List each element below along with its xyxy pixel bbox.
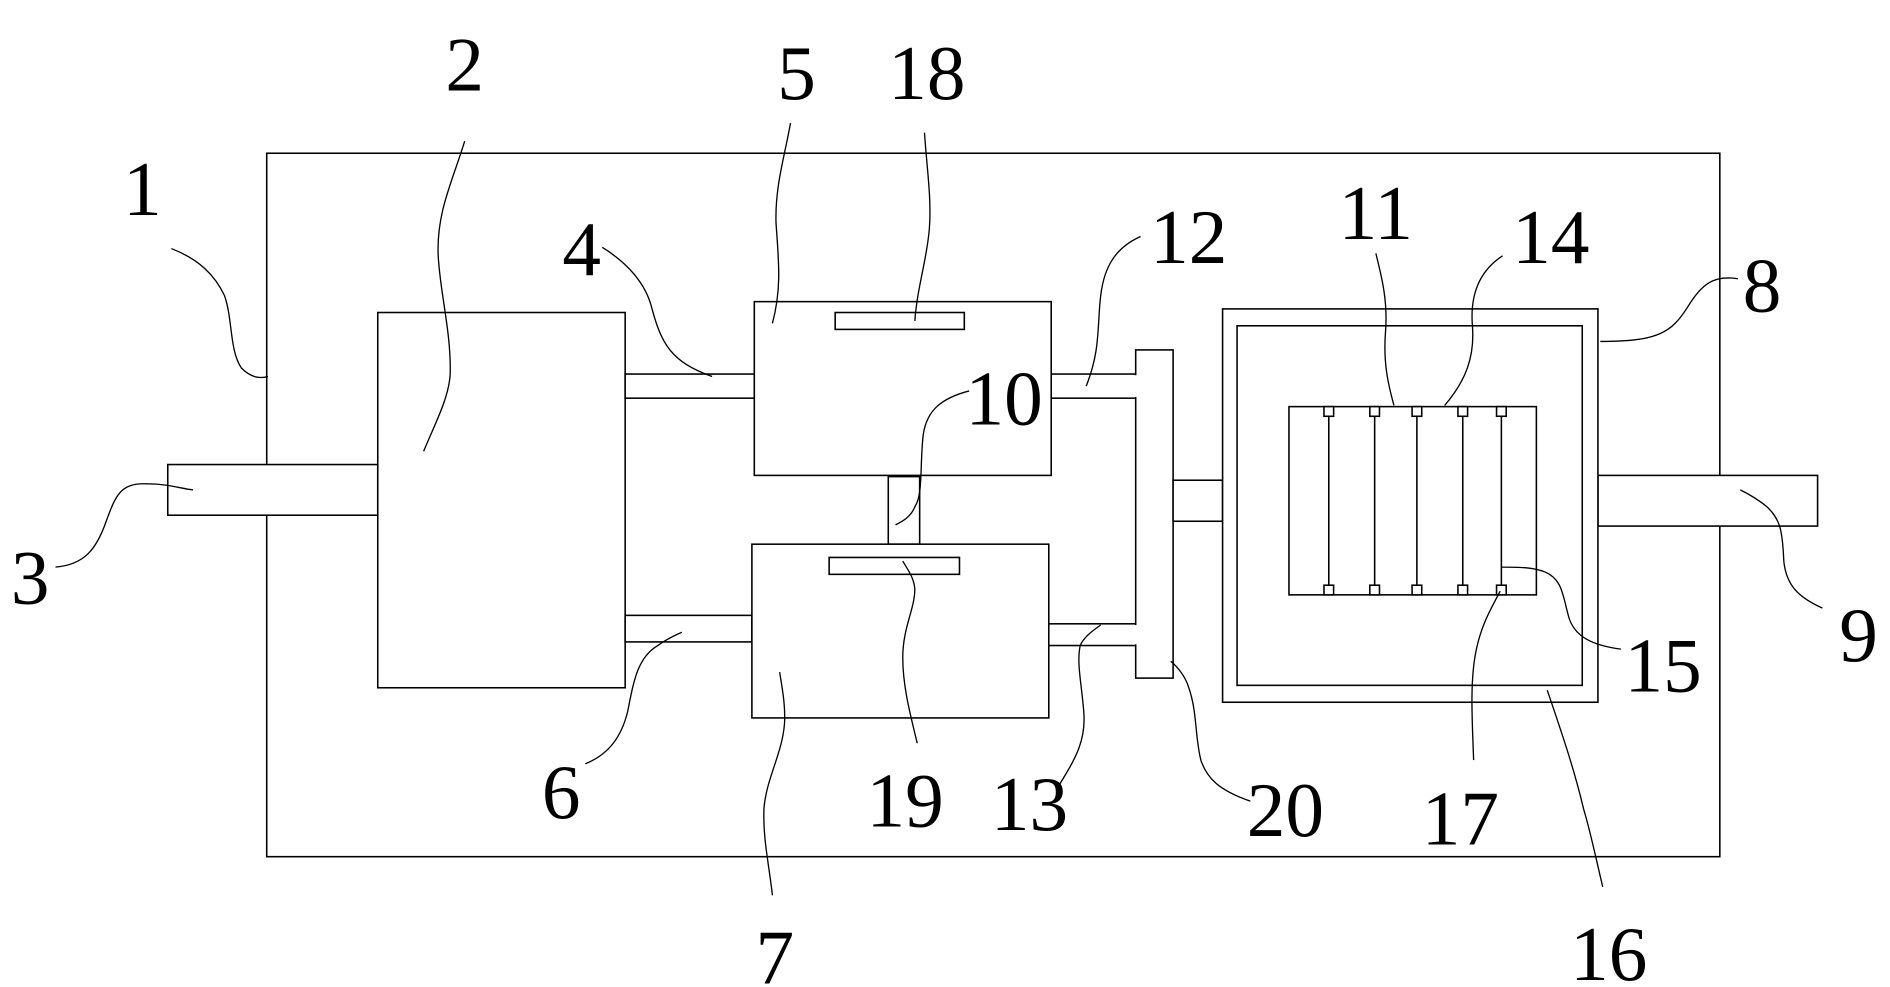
leader-8 bbox=[1600, 277, 1739, 343]
rod-top-mount bbox=[1411, 405, 1423, 418]
upper-plate bbox=[834, 311, 966, 331]
rod-group bbox=[1323, 405, 1507, 596]
lower-outlet-pipe bbox=[1045, 623, 1139, 647]
label-2: 2 bbox=[445, 22, 484, 108]
label-4: 4 bbox=[562, 206, 601, 292]
label-5: 5 bbox=[777, 30, 816, 116]
rod-bottom-mount bbox=[1369, 584, 1381, 596]
leader-17 bbox=[1471, 590, 1501, 761]
upper-outlet-pipe bbox=[1048, 373, 1139, 399]
label-6: 6 bbox=[542, 749, 581, 835]
manifold bbox=[1134, 349, 1174, 679]
leader-lines bbox=[55, 122, 1823, 896]
leader-14 bbox=[1444, 255, 1503, 406]
label-14: 14 bbox=[1512, 194, 1589, 280]
leader-4 bbox=[601, 246, 713, 378]
leader-12 bbox=[1085, 235, 1141, 387]
rod-bottom-mount bbox=[1411, 584, 1423, 596]
upper-chamber bbox=[753, 300, 1052, 477]
leader-13 bbox=[1059, 624, 1102, 785]
leader-16 bbox=[1546, 689, 1604, 888]
label-18: 18 bbox=[888, 30, 965, 116]
leader-10 bbox=[895, 390, 970, 526]
leader-5 bbox=[771, 122, 792, 324]
lower-feed-pipe bbox=[624, 614, 753, 643]
leader-18 bbox=[914, 132, 931, 322]
label-1: 1 bbox=[123, 146, 162, 232]
connector bbox=[887, 475, 921, 545]
rod-bottom-mount bbox=[1457, 584, 1469, 596]
label-8: 8 bbox=[1743, 242, 1782, 328]
inlet-pipe bbox=[166, 463, 379, 517]
rod-top-mount bbox=[1323, 405, 1335, 418]
label-7: 7 bbox=[756, 914, 795, 987]
label-12: 12 bbox=[1150, 194, 1227, 280]
label-15: 15 bbox=[1624, 622, 1701, 708]
leader-1 bbox=[171, 247, 269, 379]
label-3: 3 bbox=[11, 534, 50, 620]
leader-6 bbox=[585, 631, 683, 765]
label-19: 19 bbox=[867, 758, 944, 844]
upper-feed-pipe bbox=[624, 373, 756, 399]
label-10: 10 bbox=[966, 356, 1043, 442]
rod-top-mount bbox=[1495, 405, 1507, 418]
leader-19 bbox=[902, 560, 918, 744]
outlet-pipe bbox=[1597, 474, 1819, 527]
label-11: 11 bbox=[1339, 170, 1413, 256]
label-13: 13 bbox=[991, 761, 1068, 847]
leader-2 bbox=[423, 140, 466, 452]
leader-11 bbox=[1375, 253, 1395, 406]
label-17: 17 bbox=[1422, 776, 1499, 862]
label-9: 9 bbox=[1839, 592, 1878, 678]
rod-top-mount bbox=[1457, 405, 1469, 418]
leader-20 bbox=[1170, 660, 1251, 802]
leader-15 bbox=[1501, 566, 1621, 650]
rod-top-mount bbox=[1369, 405, 1381, 418]
leader-9 bbox=[1740, 489, 1823, 609]
leader-7 bbox=[763, 671, 786, 896]
main-unit bbox=[376, 311, 626, 689]
lower-plate bbox=[828, 556, 961, 576]
rod-bottom-mount bbox=[1323, 584, 1335, 596]
reference-numerals: 1 2 3 4 5 18 12 11 14 8 10 9 15 6 19 13 … bbox=[11, 22, 1878, 987]
casing-feed-pipe bbox=[1172, 479, 1224, 523]
label-16: 16 bbox=[1570, 911, 1647, 987]
rod-frame bbox=[1288, 405, 1538, 596]
leader-3 bbox=[55, 483, 194, 568]
rod-bottom-mount bbox=[1495, 584, 1507, 596]
label-20: 20 bbox=[1247, 767, 1324, 853]
